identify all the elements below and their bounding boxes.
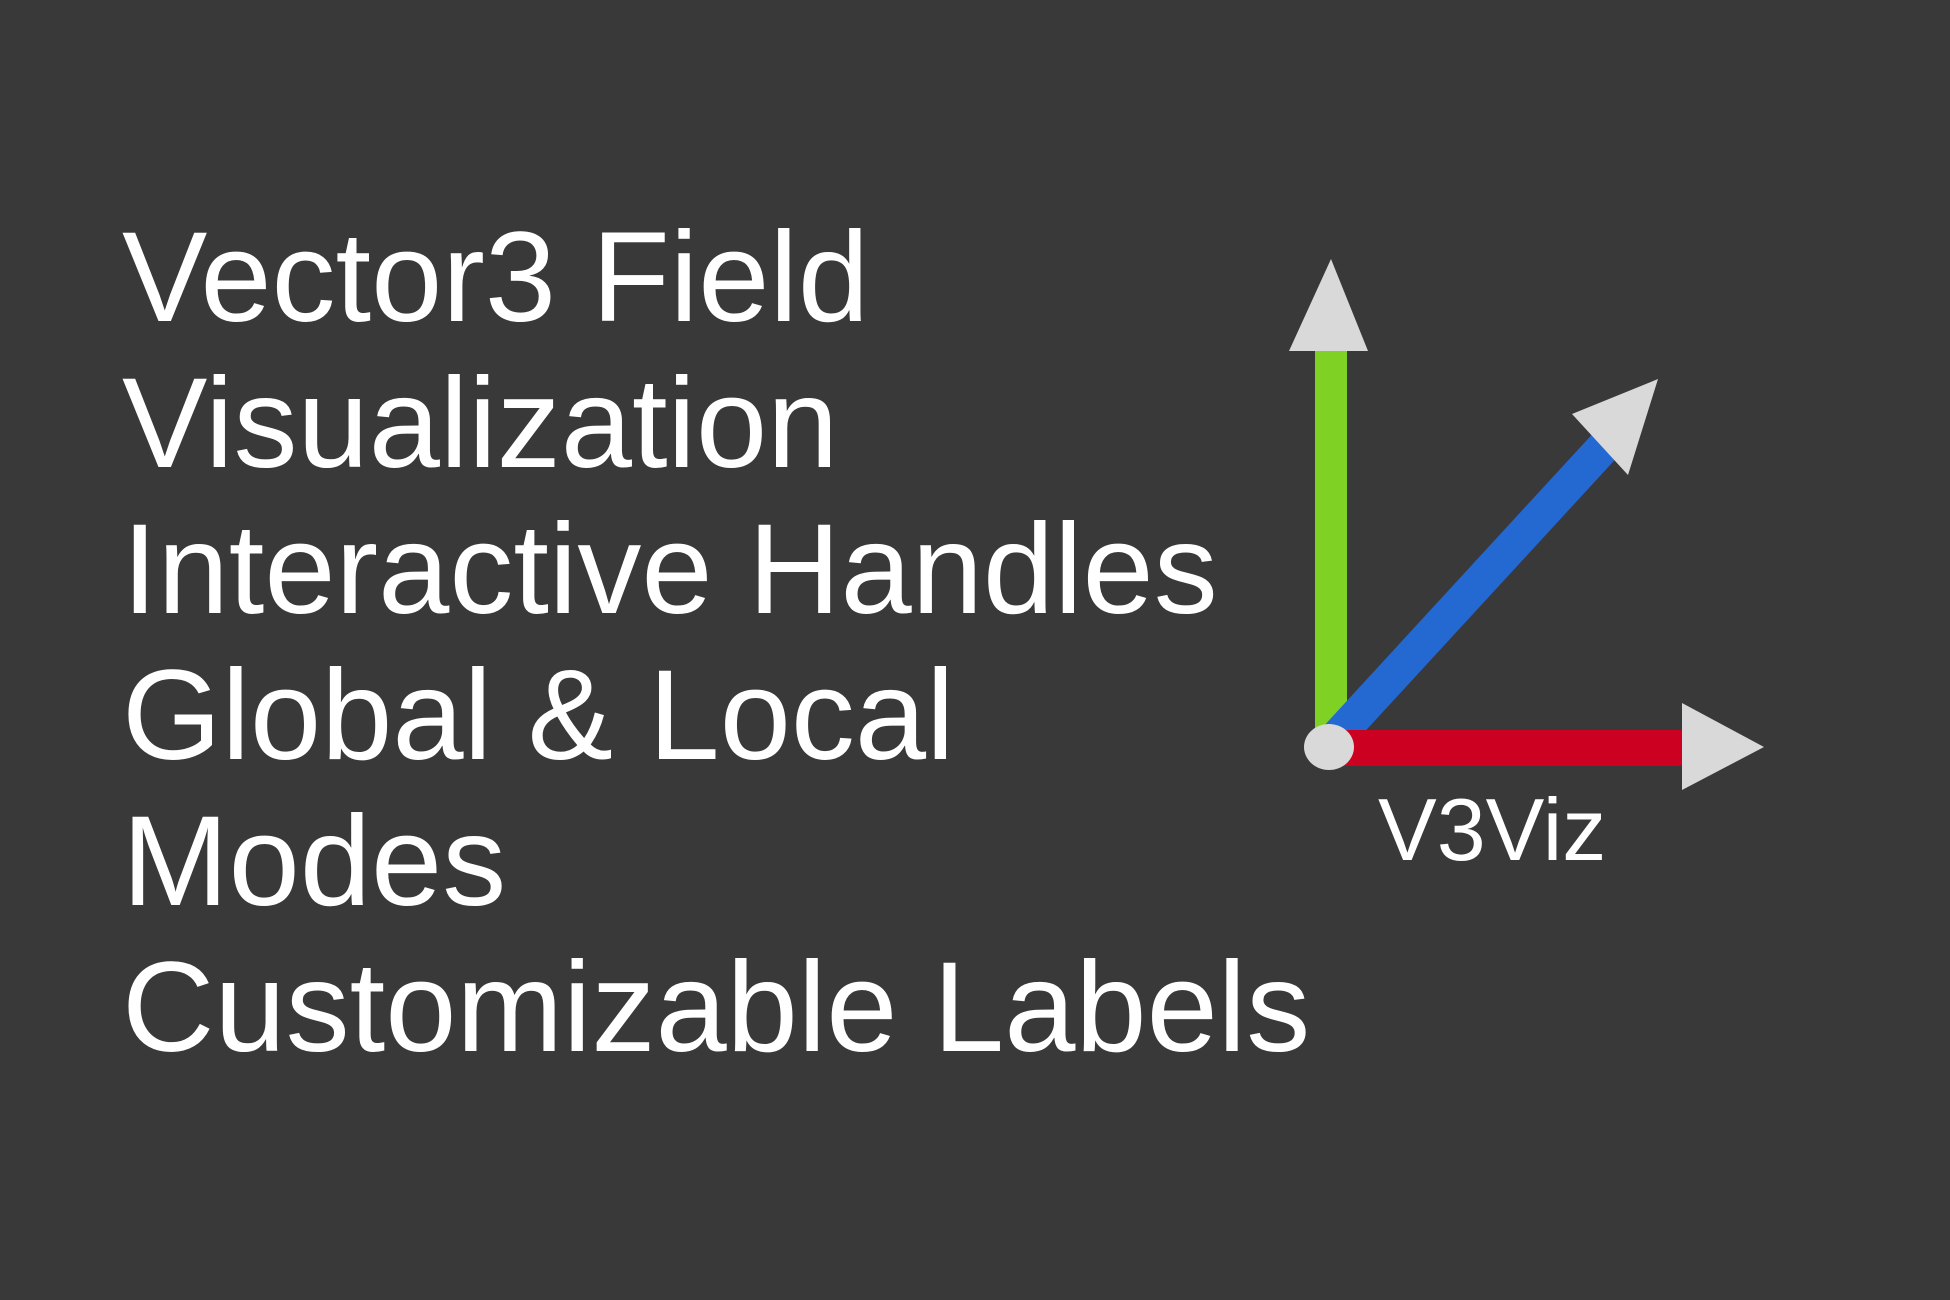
origin-handle <box>1304 724 1354 770</box>
feature-line: Interactive Handles <box>122 498 1218 641</box>
feature-line: Vector3 Field <box>122 206 870 349</box>
feature-line: Visualization <box>122 352 839 495</box>
y-axis-shaft <box>1315 345 1347 745</box>
z-axis-arrowhead <box>1572 379 1658 475</box>
feature-line: Modes <box>122 790 507 933</box>
feature-line: Customizable Labels <box>122 936 1311 1079</box>
x-axis-shaft <box>1330 730 1686 766</box>
feature-list: Vector3 Field Visualization Interactive … <box>122 205 1310 1081</box>
logo-text: V3Viz <box>1378 780 1607 879</box>
feature-line: Global & Local <box>122 644 955 787</box>
x-axis-arrowhead <box>1682 703 1764 790</box>
z-axis-shaft <box>1321 428 1623 752</box>
y-axis-arrowhead <box>1289 259 1368 351</box>
